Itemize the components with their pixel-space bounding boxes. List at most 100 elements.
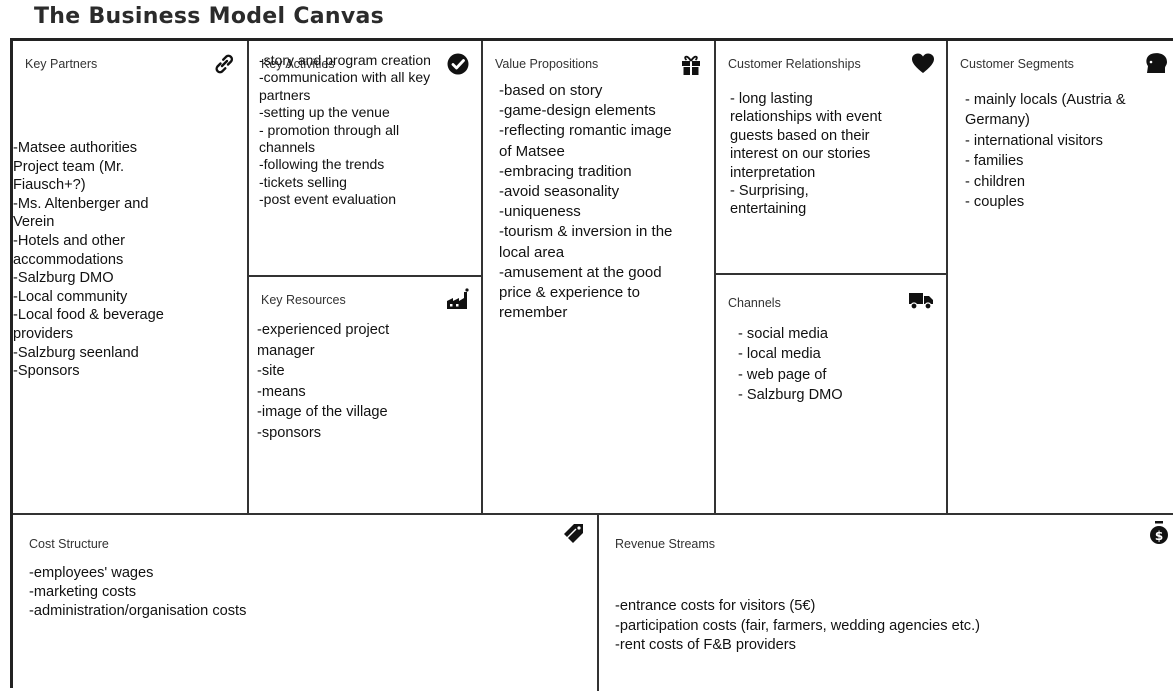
tag-icon [561, 521, 587, 547]
list-item: -based on story [499, 82, 603, 99]
list-item: interpretation [730, 164, 816, 181]
list-item: - families [965, 153, 1024, 170]
list-item: -site [257, 363, 285, 380]
head-icon [1144, 51, 1170, 77]
value-propositions-list: -based on story -game-design elements -ref… [499, 81, 672, 323]
revenue-streams-header: Revenue Streams [615, 537, 716, 551]
key-activities-section: Key Activities -story and program creati… [249, 41, 483, 277]
list-item: -participation costs (fair, farmers, wed… [615, 617, 981, 634]
list-item: -employees' wages [29, 565, 154, 581]
list-item: local area [499, 243, 565, 261]
list-item: -experienced project [257, 322, 390, 338]
list-item: -uniqueness [499, 203, 581, 221]
list-item: -avoid seasonality [499, 183, 620, 201]
list-item: -image of the village [257, 404, 388, 421]
revenue-streams-list: -entrance costs for visitors (5€) -partic… [615, 597, 980, 656]
customer-segments-section: Customer Segments - mainly locals (Austr… [948, 41, 1173, 515]
channels-section: Channels - social media - local media - we… [716, 275, 948, 515]
list-item: -Local food & beverage [13, 307, 164, 324]
canvas-title: The Business Model Canvas [34, 4, 385, 29]
customer-relationships-header: Customer Relationships [728, 57, 861, 71]
list-item: - social media [738, 326, 829, 342]
key-resources-header: Key Resources [261, 293, 346, 307]
list-item: partners [259, 86, 311, 103]
money-bag-icon: $ [1146, 519, 1172, 545]
list-item: - Surprising, [730, 183, 809, 200]
list-item: -rent costs of F&B providers [615, 637, 796, 654]
list-item: -sponsors [257, 424, 322, 441]
truck-icon [908, 287, 934, 313]
list-item: - long lasting [730, 91, 813, 107]
key-partners-header: Key Partners [25, 57, 98, 71]
list-item: -tickets selling [259, 173, 347, 190]
list-item: -entrance costs for visitors (5€) [615, 598, 816, 614]
list-item: - children [965, 173, 1026, 190]
list-item: -following the trends [259, 156, 385, 173]
channels-list: - social media - local media - web page of… [738, 324, 843, 406]
customer-segments-header: Customer Segments [960, 57, 1074, 71]
list-item: accommodations [13, 251, 124, 268]
list-item: interest on our stories [730, 146, 871, 163]
cost-structure-header: Cost Structure [29, 537, 109, 551]
list-item: -Matsee authorities [13, 140, 138, 156]
customer-segments-list: - mainly locals (Austria & Germany) - inte… [965, 90, 1126, 212]
list-item: - web page of [738, 366, 827, 383]
list-item: - international visitors [965, 132, 1103, 149]
list-item: Fiausch+?) [13, 177, 86, 194]
list-item: -setting up the venue [259, 104, 390, 121]
list-item: -embracing tradition [499, 162, 632, 180]
cost-structure-list: -employees' wages -marketing costs -admini… [29, 564, 246, 622]
cost-structure-section: Cost Structure -employees' wages -marketi… [13, 515, 599, 691]
list-item: manager [257, 342, 315, 359]
list-item: guests based on their [730, 127, 870, 144]
list-item: channels [259, 139, 316, 156]
list-item: - promotion through all [259, 121, 400, 138]
gift-icon [678, 51, 704, 77]
list-item: -Ms. Altenberger and [13, 195, 149, 212]
list-item: of Matsee [499, 142, 565, 160]
revenue-streams-section: Revenue Streams $ -entrance costs for vi… [599, 515, 1173, 691]
key-activities-header: Key Activities [261, 57, 335, 71]
value-propositions-header: Value Propositions [495, 57, 599, 71]
svg-text:$: $ [1155, 529, 1163, 543]
link-icon [211, 51, 237, 77]
list-item: -post event evaluation [259, 191, 396, 208]
customer-relationships-section: Customer Relationships - long lasting rel… [716, 41, 948, 275]
list-item: -tourism & inversion in the [499, 223, 673, 241]
list-item: -game-design elements [499, 102, 656, 120]
list-item: -Salzburg seenland [13, 344, 139, 361]
list-item: -communication with all key [259, 69, 431, 86]
list-item: -Hotels and other [13, 232, 125, 249]
key-activities-list: -story and program creation-communicatio… [259, 52, 431, 209]
list-item: -Sponsors [13, 363, 80, 380]
list-item: -means [257, 383, 306, 400]
list-item: - couples [965, 194, 1025, 211]
key-resources-list: -experienced project manager -site -means -i… [257, 320, 389, 444]
list-item: -marketing costs [29, 584, 137, 601]
list-item: - local media [738, 346, 821, 363]
list-item: relationships with event [730, 109, 882, 126]
list-item: -reflecting romantic image [499, 122, 672, 140]
list-item: Germany) [965, 112, 1030, 129]
list-item: remember [499, 304, 568, 322]
value-propositions-section: Value Propositions -based on story -game-… [483, 41, 716, 515]
check-circle-icon [445, 51, 471, 77]
list-item: - mainly locals (Austria & [965, 92, 1126, 108]
list-item: - Salzburg DMO [738, 387, 843, 404]
list-item: -Salzburg DMO [13, 270, 114, 287]
key-resources-section: Key Resources -experienced project manage… [249, 277, 483, 515]
list-item: entertaining [730, 201, 807, 218]
list-item: -administration/organisation costs [29, 603, 247, 620]
list-item: price & experience to [499, 284, 640, 302]
channels-header: Channels [728, 296, 781, 310]
list-item: providers [13, 325, 74, 342]
list-item: -story and program creation [259, 52, 431, 68]
list-item: Project team (Mr. [13, 158, 125, 175]
list-item: -amusement at the good [499, 263, 662, 281]
list-item: -Local community [13, 288, 128, 305]
heart-icon [910, 51, 936, 77]
